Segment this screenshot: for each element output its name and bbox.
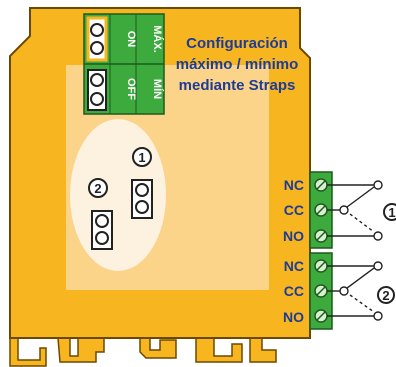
screw-icon — [314, 203, 328, 217]
top-jumper-on[interactable] — [86, 16, 108, 62]
max-label: MÁX. — [151, 25, 164, 53]
relay-1-badge-circle — [383, 203, 396, 221]
relay-1-terminal-nc: NC — [284, 177, 304, 193]
jumper-2-badge-circle — [88, 178, 108, 198]
screw-icon — [314, 178, 328, 192]
screw-icon — [314, 229, 328, 243]
top-jumper-off[interactable] — [87, 69, 107, 111]
inner-jumper-1: 1 — [131, 147, 153, 219]
din-rail-clips — [9, 337, 277, 367]
relay-1-terminal-cc: CC — [284, 202, 304, 218]
relay-2-terminal-no: NO — [283, 309, 304, 325]
caption: Configuración máximo / mínimo mediante S… — [176, 35, 299, 94]
screw-icon — [314, 259, 328, 273]
caption-line-2: máximo / mínimo — [176, 56, 299, 73]
relay-2-terminal-cc: CC — [284, 283, 304, 299]
relay-2-badge-circle — [377, 286, 395, 304]
caption-line-1: Configuración — [186, 35, 288, 52]
screw-icon — [314, 309, 328, 323]
jumper-2-badge: 2 — [94, 181, 101, 196]
relay-1-contact-schematic — [327, 180, 383, 241]
screw-icon — [314, 284, 328, 298]
caption-line-3: mediante Straps — [179, 77, 296, 94]
relay-2-badge: 2 — [382, 288, 389, 303]
min-label: MÍN — [151, 79, 164, 99]
relay-2-contact-schematic — [327, 261, 383, 321]
jumper-1-badge-circle — [132, 147, 152, 167]
terminal-block-2 — [309, 252, 333, 330]
relay-1-badge: 1 — [388, 205, 395, 220]
relay-2-terminal-nc: NC — [284, 258, 304, 274]
inner-jumper-2: 2 — [88, 178, 113, 250]
on-label: ON — [125, 31, 137, 48]
relay-1-terminal-no: NO — [283, 228, 304, 244]
top-jumper-block: ON OFF MÁX. MÍN — [83, 13, 165, 115]
off-label: OFF — [125, 78, 137, 100]
jumper-1-badge: 1 — [138, 150, 145, 165]
